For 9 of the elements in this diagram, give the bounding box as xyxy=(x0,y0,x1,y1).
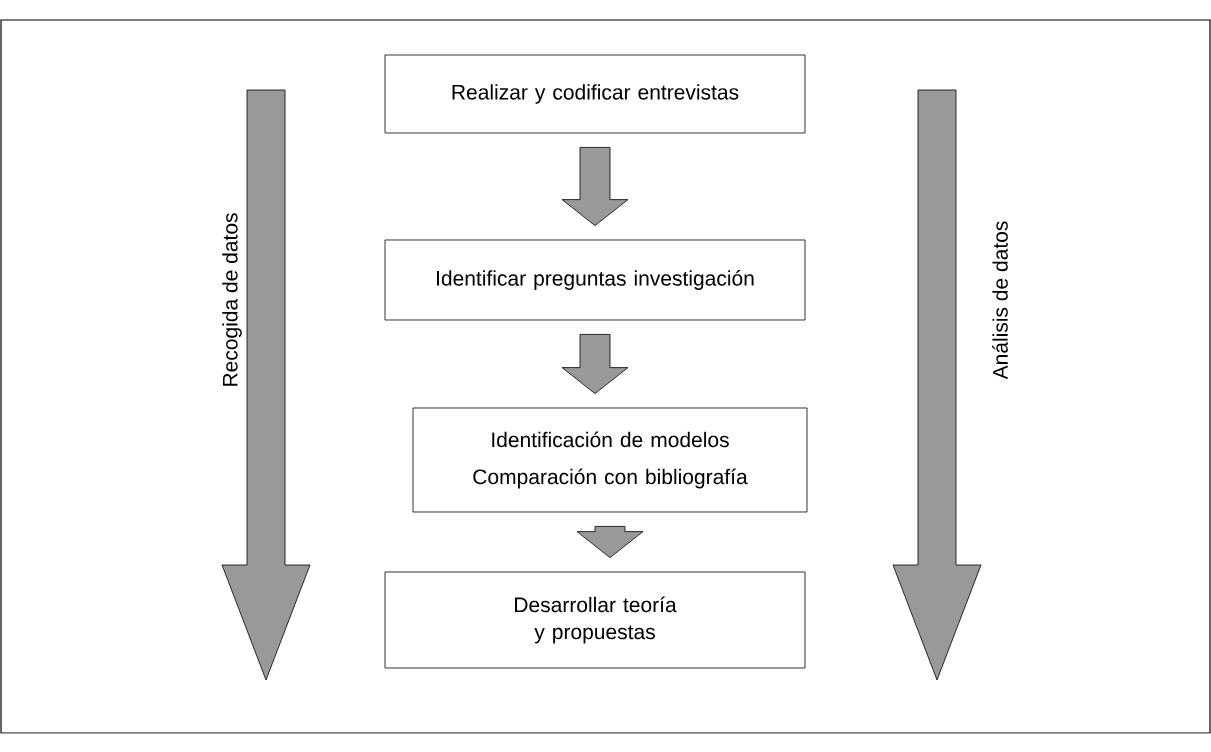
process-box: Identificar preguntas investigación xyxy=(384,239,806,321)
process-box: Identificación de modelos Comparación con bibliografía xyxy=(412,407,808,513)
process-box: Realizar y codificar entrevistas xyxy=(384,54,806,134)
block-arrow xyxy=(561,147,629,226)
side-label: Análisis de datos xyxy=(992,221,1008,380)
process-box: Desarrollar teoría y propuestas xyxy=(384,571,806,669)
side-label: Recogida de datos xyxy=(222,213,242,386)
block-arrow xyxy=(576,526,644,558)
block-arrow xyxy=(561,334,629,394)
